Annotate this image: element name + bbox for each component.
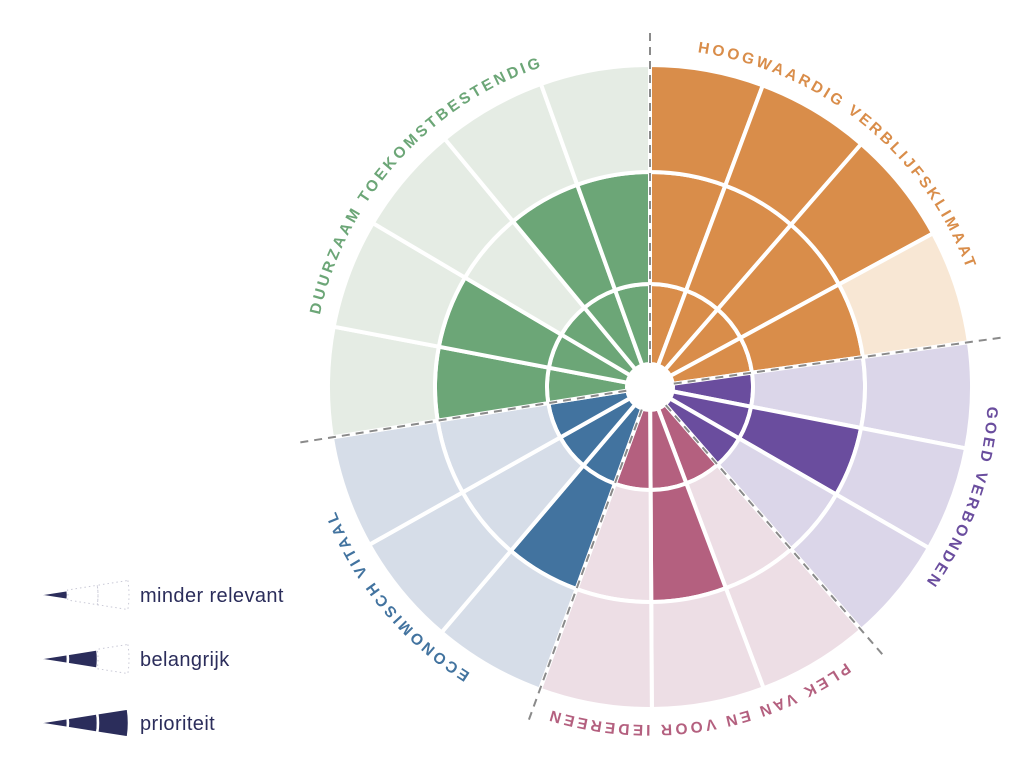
legend-label-belangrijk: belangrijk [140,649,230,671]
legend-glyph-segment-2 [96,643,130,675]
legend-glyph-segment-0 [36,588,70,602]
legend-glyph-segment-0 [36,716,70,730]
legend-glyph-segment-1 [67,584,99,606]
legend-glyph-belangrijk [36,643,130,675]
legend-glyphs [36,579,131,739]
legend-glyph-segment-0 [36,652,70,666]
legend-glyph-segment-2 [95,707,131,739]
wheel-cells [326,63,974,711]
legend-glyph-segment-1 [66,647,100,671]
legend-glyph-segment-2 [96,579,130,611]
legend-glyph-prioriteit [36,707,131,739]
legend-glyph-segment-1 [66,711,100,735]
legend-glyph-minder-relevant [36,579,130,611]
legend-label-minder-relevant: minder relevant [140,585,284,607]
legend: minder relevant belangrijk prioriteit [36,579,284,739]
center-hub [627,364,673,410]
legend-label-prioriteit: prioriteit [140,713,215,735]
